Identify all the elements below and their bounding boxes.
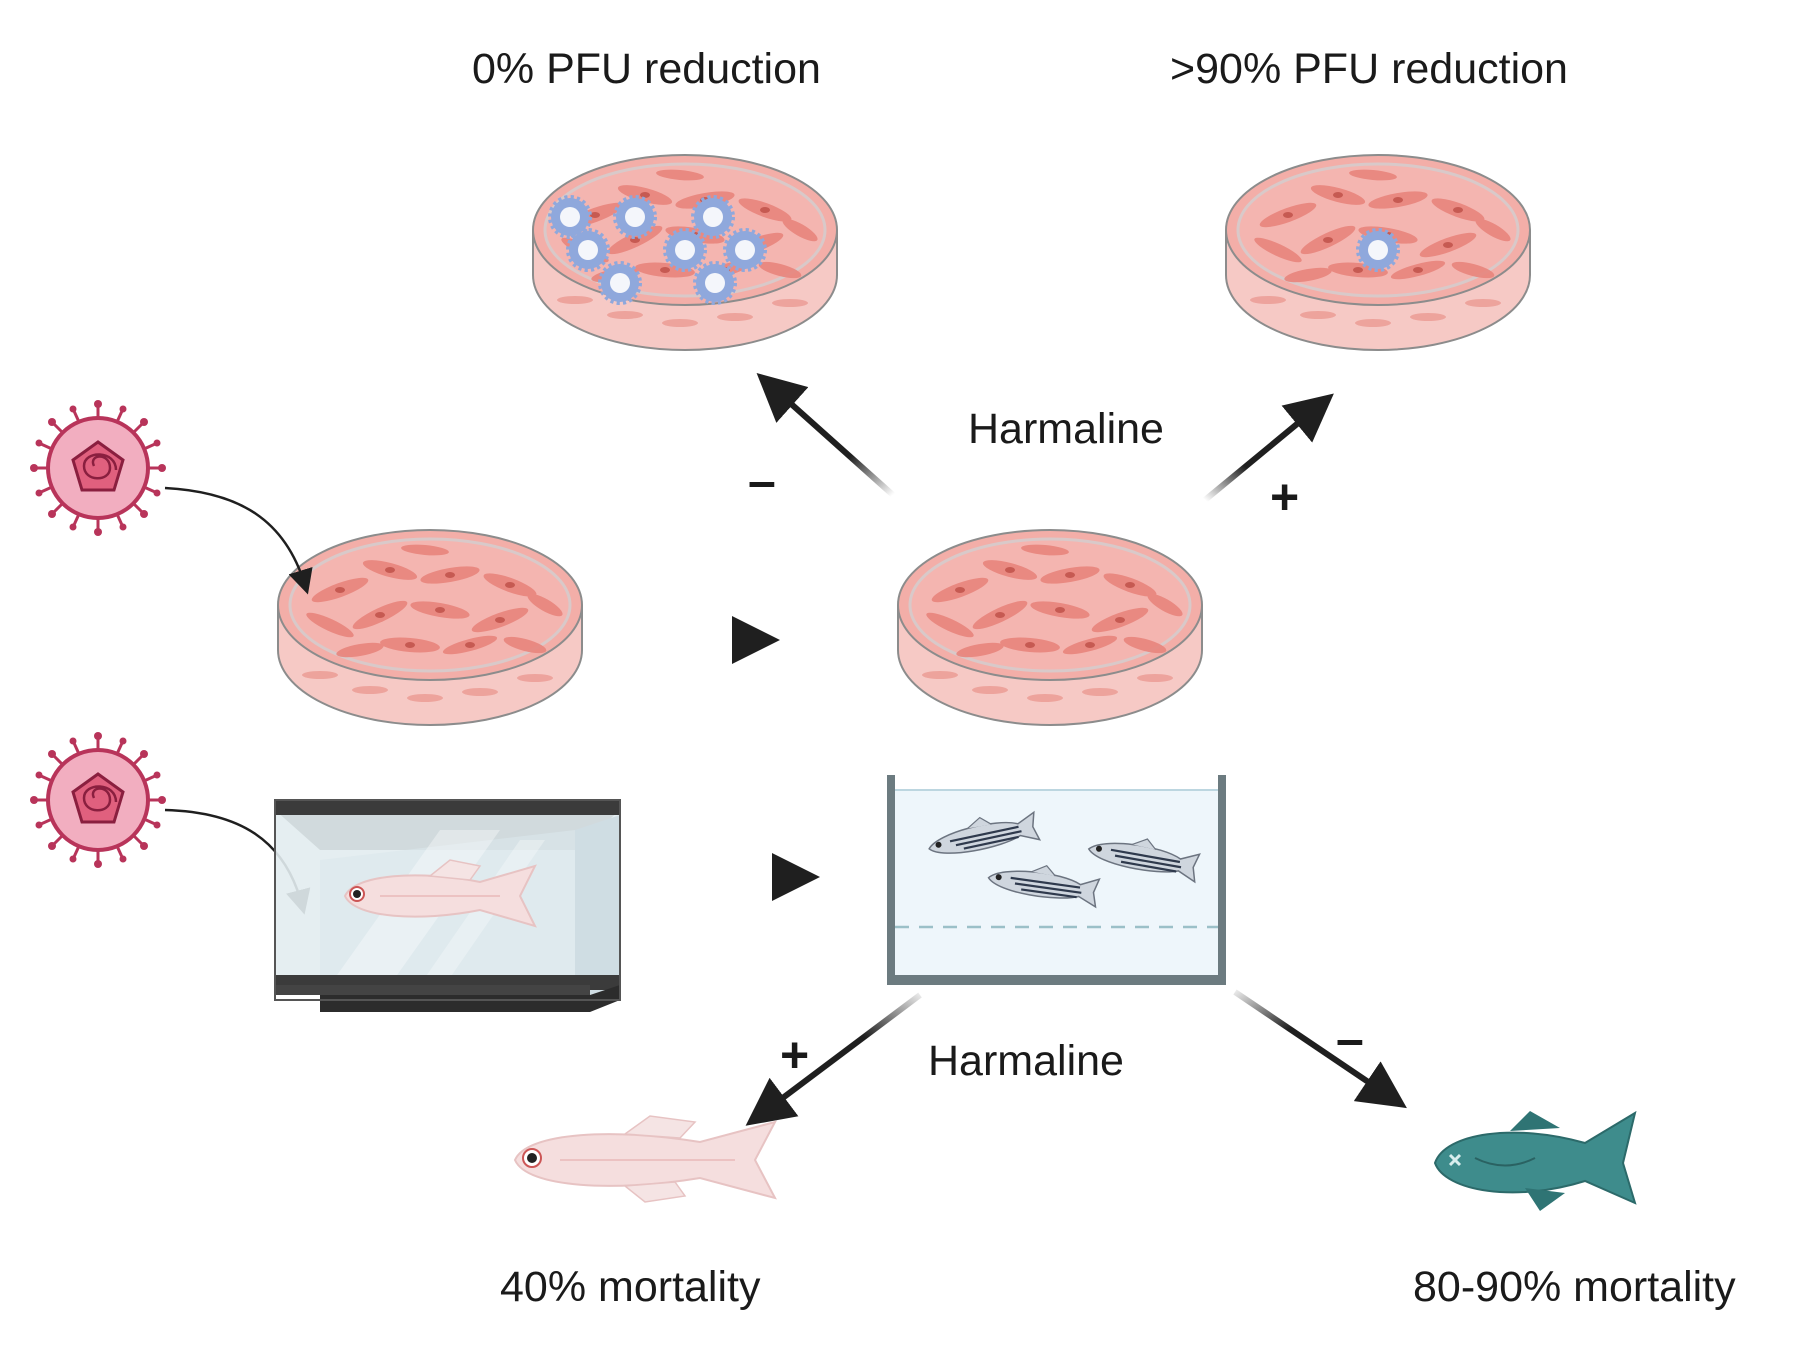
treatment-fish-label: Harmaline	[928, 1037, 1124, 1085]
dead-fish-icon	[1433, 1110, 1637, 1211]
treatment-tank-icon	[887, 775, 1226, 985]
petri-dish-icon	[1224, 153, 1532, 352]
plus-sign: +	[780, 1027, 810, 1083]
virus-icon	[28, 398, 168, 538]
process-arrow	[745, 992, 922, 1126]
top-right-result-label: >90% PFU reduction	[1170, 45, 1568, 93]
treatment-cells-label: Harmaline	[968, 405, 1164, 453]
petri-dish-icon	[896, 528, 1204, 727]
zebrafish-icon	[343, 859, 537, 928]
plus-sign: +	[1270, 469, 1300, 525]
virus-icon	[28, 730, 168, 870]
infection-arrow	[164, 486, 313, 595]
minus-sign: –	[1336, 1011, 1364, 1067]
bottom-right-result-label: 80-90% mortality	[1413, 1263, 1736, 1311]
bottom-left-result-label: 40% mortality	[500, 1263, 761, 1311]
petri-dish-icon	[276, 528, 584, 727]
minus-sign: –	[748, 453, 776, 509]
process-arrow	[1233, 989, 1407, 1109]
zebrafish-icon	[513, 1115, 777, 1203]
process-arrow	[756, 373, 895, 498]
petri-dish-icon	[531, 153, 839, 352]
top-left-result-label: 0% PFU reduction	[472, 45, 821, 93]
process-arrow	[1203, 393, 1334, 503]
